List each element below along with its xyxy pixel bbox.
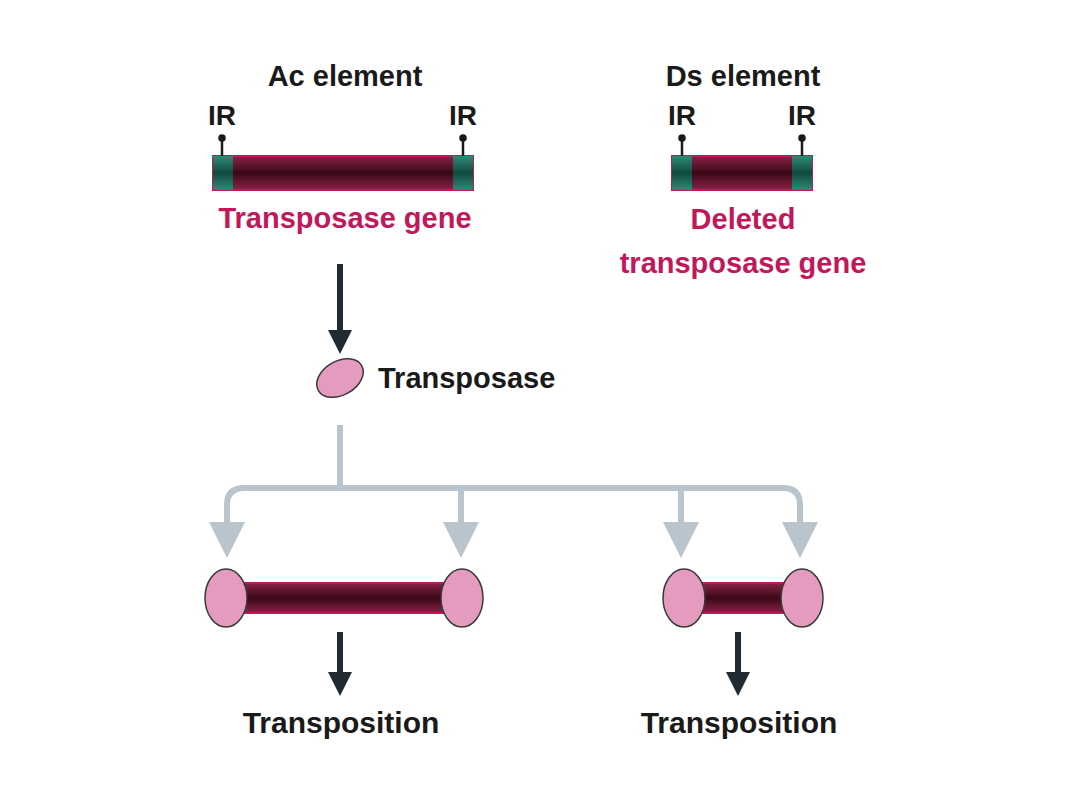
transposase-ellipse: [312, 356, 368, 400]
ac-bound-transposase: [205, 569, 483, 627]
transposase-binding-branches: [227, 425, 800, 540]
node-title: Transposase: [378, 361, 608, 396]
ac-element-bar: [213, 156, 473, 190]
element-node: Ac elementTransposase gene: [190, 55, 500, 240]
node-title: Ac element: [190, 59, 500, 94]
node-title: Transposition: [588, 705, 890, 741]
node-caption: Deleted transposase gene: [613, 197, 873, 285]
ds-element-bar: [672, 156, 812, 190]
element-node: Transposition: [588, 700, 890, 746]
element-node: Ds elementDeleted transposase gene: [588, 55, 898, 289]
inverted-repeat-label: IR: [668, 100, 696, 132]
inverted-repeat-label: IR: [208, 100, 236, 132]
ir-leaders: [220, 136, 805, 157]
node-title: Ds element: [588, 59, 898, 94]
expression-arrow: [337, 264, 343, 342]
element-node: Transposition: [190, 700, 492, 746]
transposase-shape: [312, 356, 368, 400]
ds-bound-transposase: [663, 569, 823, 627]
node-caption: Transposase gene: [190, 201, 500, 236]
transposition-arrows: [340, 632, 738, 684]
inverted-repeat-label: IR: [788, 100, 816, 132]
inverted-repeat-label: IR: [449, 100, 477, 132]
node-title: Transposition: [190, 705, 492, 741]
protein-node: Transposase: [312, 356, 612, 400]
